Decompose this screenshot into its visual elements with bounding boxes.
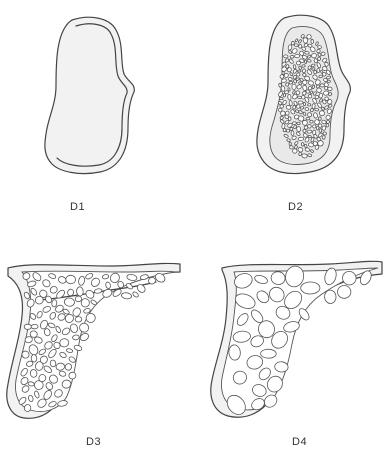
d3-trabecular-cell [24, 324, 31, 330]
panel-d2: D2 [257, 15, 351, 213]
d2-trabecular-cell [285, 82, 289, 86]
d2-trabecular-cell [312, 130, 315, 135]
d2-trabecular-cell [304, 144, 307, 148]
d2-trabecular-cell [289, 142, 291, 145]
d3-trabecular-cell [75, 316, 82, 322]
d2-trabecular-cell [297, 70, 301, 72]
panel-d3: D3 [7, 263, 180, 448]
d2-trabecular-cell [308, 104, 311, 106]
d2-trabecular-cell [307, 59, 311, 62]
d2-trabecular-cell [298, 101, 303, 104]
d1-bone-shape [45, 17, 134, 173]
d2-trabecular-cell [295, 54, 300, 58]
d2-trabecular-cell [285, 111, 289, 115]
d3-label: D3 [86, 436, 101, 448]
d2-trabecular-cell [284, 73, 289, 78]
d2-trabecular-cell [291, 41, 295, 45]
d2-trabecular-cell [287, 138, 291, 141]
d2-trabecular-cell [320, 84, 324, 87]
d2-trabecular-cell [302, 91, 306, 95]
d2-trabecular-cell [279, 83, 282, 87]
d4-trabecular-cell [338, 286, 351, 299]
d2-trabecular-cell [296, 126, 301, 132]
d2-trabecular-cell [290, 55, 294, 58]
d2-trabecular-cell [291, 131, 294, 136]
d2-trabecular-cell [297, 96, 301, 99]
d2-trabecular-cell [283, 128, 287, 132]
d2-trabecular-cell [305, 51, 310, 54]
d3-trabecular-cell [66, 275, 76, 284]
d2-trabecular-cell [318, 117, 321, 121]
d2-trabecular-cell [290, 127, 293, 131]
d2-trabecular-cell [328, 87, 332, 91]
d2-label: D2 [288, 201, 303, 213]
d2-trabecular-cell [304, 43, 308, 47]
d4-trabecular-cell [324, 290, 336, 304]
d2-trabecular-cell [306, 117, 310, 120]
d2-trabecular-cell [317, 57, 320, 61]
d2-trabecular-cell [292, 84, 296, 90]
d2-trabecular-cell [279, 97, 283, 99]
d4-bone-shape [211, 261, 382, 418]
d2-trabecular-cell [292, 121, 296, 125]
d2-trabecular-cell [307, 124, 311, 128]
d2-trabecular-cell [298, 137, 304, 141]
d2-trabecular-cell [301, 142, 304, 146]
d2-trabecular-cell [314, 58, 318, 63]
d4-trabecular-cell [261, 349, 277, 358]
d2-trabecular-cell [326, 123, 329, 127]
d3-trabecular-cell [121, 292, 132, 299]
d2-trabecular-cell [310, 120, 314, 123]
d2-trabecular-cell [286, 129, 290, 132]
d2-trabecular-cell [294, 44, 298, 47]
d4-label: D4 [292, 436, 307, 448]
d3-trabecular-cell [31, 324, 38, 329]
d4-trabecular-cell [301, 282, 320, 294]
d2-trabecular-cell [302, 69, 306, 73]
d3-trabecular-cell [132, 291, 139, 298]
d2-trabecular-cell [289, 145, 293, 149]
d2-trabecular-cell [303, 102, 306, 106]
d2-trabecular-cell [307, 130, 312, 134]
d2-trabecular-cell [319, 128, 322, 132]
d2-trabecular-cell [297, 122, 301, 125]
panel-d4: D4 [211, 261, 382, 448]
d2-trabecular-cell [296, 61, 301, 65]
d2-trabecular-cell [289, 100, 293, 105]
d2-trabecular-cell [304, 60, 307, 64]
d2-trabecular-cell [318, 45, 322, 48]
d2-trabecular-cell [279, 108, 283, 112]
d2-trabecular-cell [311, 39, 314, 43]
d3-bone-shape [7, 263, 180, 418]
d3-trabecular-cell [75, 296, 81, 302]
d2-bone-shape [257, 15, 351, 173]
d3-trabecular-cell [31, 355, 37, 363]
d3-trabecular-cell [72, 335, 79, 341]
d2-trabecular-cell [284, 55, 289, 58]
d2-trabecular-cell [315, 108, 319, 111]
d2-trabecular-cell [292, 105, 296, 109]
d2-trabecular-cell [289, 81, 293, 84]
d2-trabecular-cell [315, 95, 319, 99]
d2-trabecular-cell [305, 107, 309, 111]
d3-trabecular-cell [51, 299, 57, 307]
panel-d1: D1 [45, 17, 134, 213]
d2-trabecular-cell [319, 93, 323, 98]
d2-trabecular-cell [314, 70, 317, 74]
d3-trabecular-cell [125, 282, 133, 290]
d3-trabecular-cell [24, 404, 31, 411]
d2-trabecular-cell [308, 86, 312, 90]
d1-label: D1 [70, 201, 85, 213]
d2-trabecular-cell [287, 94, 291, 100]
d2-trabecular-cell [327, 80, 331, 83]
d2-trabecular-cell [317, 68, 320, 72]
